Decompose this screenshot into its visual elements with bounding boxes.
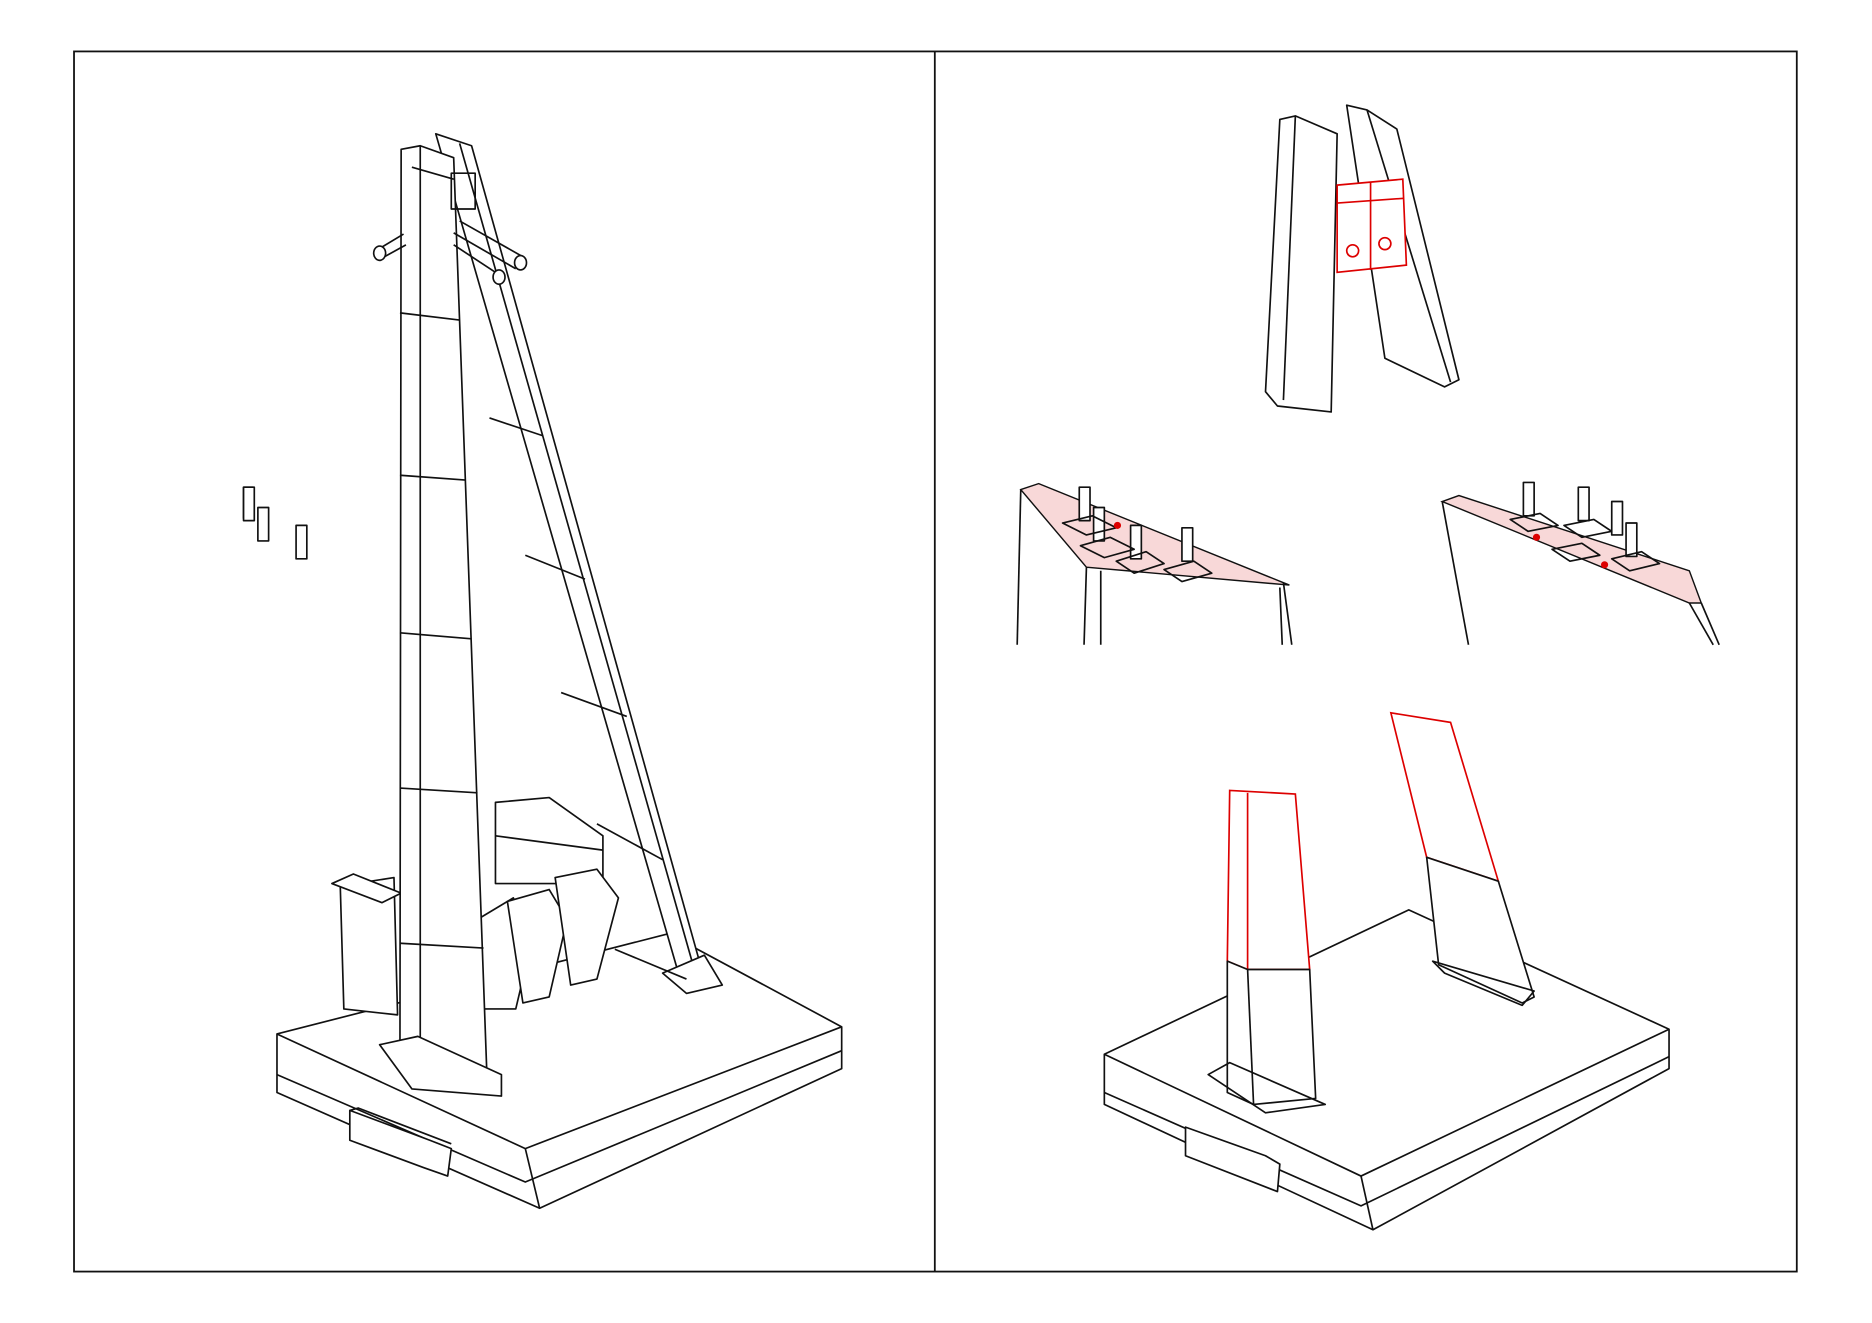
red-connector-block [1336,178,1408,274]
center-cabinets [476,796,620,1010]
main-column [378,144,503,1097]
right-panel-base-assembly [1103,711,1670,1231]
top-pipes [372,172,528,286]
column-a [1207,789,1327,1114]
inclined-leg [434,132,724,995]
right-panel-cap-detail-right [1440,481,1720,646]
nameplate [348,1109,453,1177]
left-panel-assembly [276,132,843,1210]
right-panel-top-detail [1264,104,1460,413]
nameplate [1184,1126,1281,1193]
right-panel-cap-detail-left [242,482,1293,645]
column-b [1389,711,1535,1007]
side-cabinet [331,873,402,1016]
anchor-bolts [242,486,1213,583]
